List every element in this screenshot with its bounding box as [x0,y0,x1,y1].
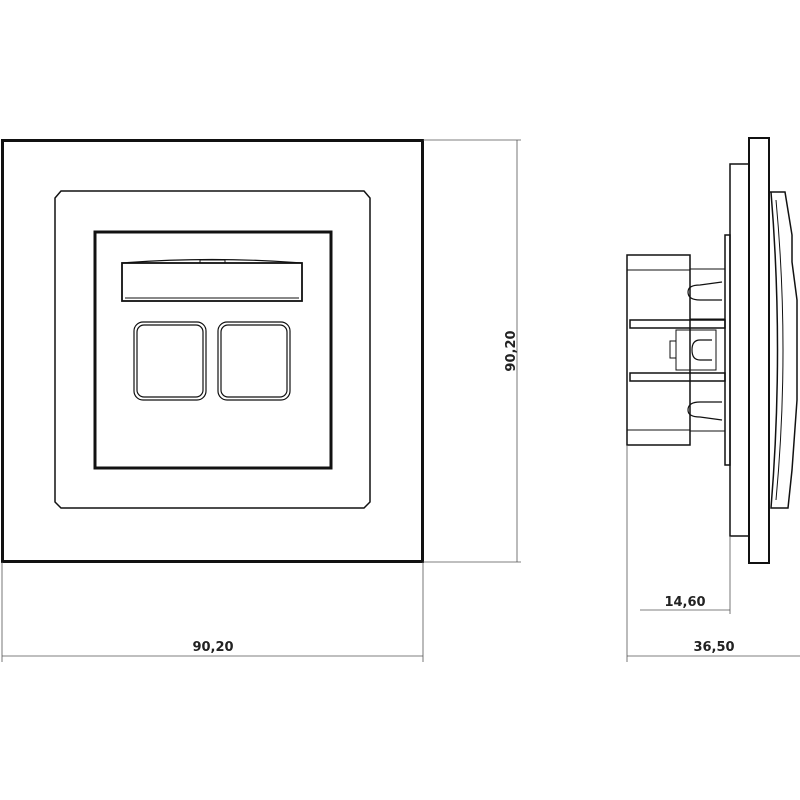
front-dimensions [1,139,521,662]
dim-front-width: 90,20 [192,640,233,655]
port-right [217,321,291,401]
outer-frame [1,139,424,563]
port-left [133,321,207,401]
middle-frame [54,190,371,509]
side-view [626,137,798,564]
insert-plate [93,230,333,470]
side-faceplate [748,137,770,564]
side-body [626,254,726,446]
side-cover [770,191,798,509]
label-window [121,258,303,302]
side-frame [729,163,750,537]
dim-front-height: 90,20 [504,330,519,371]
side-dimensions [626,445,800,662]
dim-side-total-depth: 36,50 [693,640,734,655]
dim-side-mounting-depth: 14,60 [664,595,705,610]
front-view [1,139,424,563]
